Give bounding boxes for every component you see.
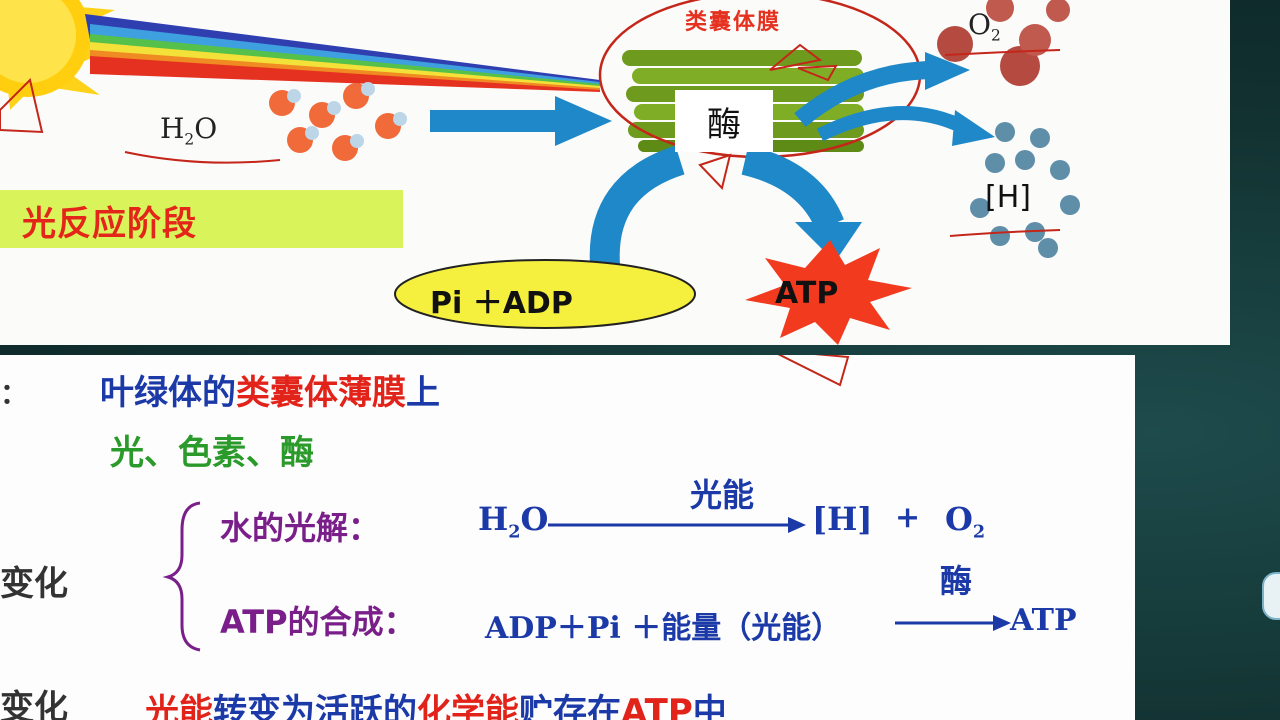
colon-mark: ： xyxy=(0,377,29,410)
stage-label: 光反应阶段 xyxy=(22,204,197,244)
stage-label-highlight xyxy=(0,190,403,248)
curved-arrow-icon xyxy=(794,52,995,146)
water-molecule-icon xyxy=(269,82,407,161)
enzyme-label-lower: 酶 xyxy=(940,562,973,600)
water-eq-plus: + xyxy=(895,500,921,535)
curly-brace-icon xyxy=(162,501,201,652)
lower-slide xyxy=(0,355,1135,720)
arrow-right-icon xyxy=(895,615,1011,631)
lower-diagram xyxy=(162,355,1011,652)
h-label: [H] xyxy=(985,180,1031,215)
arrow-right-icon xyxy=(430,96,612,146)
atp-synthesis-label: ATP的合成： xyxy=(220,603,416,641)
water-photolysis-label: 水的光解： xyxy=(220,509,381,547)
upper-slide: 光反应阶段 H2O 类囊体膜 酶 O2 [H] Pi ＋ADP ATP xyxy=(0,0,1230,345)
light-energy-label: 光能 xyxy=(690,476,755,514)
water-eq-o2: O2 xyxy=(945,500,986,543)
pi-adp-label: Pi ＋ADP xyxy=(430,286,573,321)
light-beam-icon xyxy=(85,14,600,92)
slide-nav-handle[interactable] xyxy=(1262,572,1280,620)
arrow-right-icon xyxy=(548,517,806,533)
hydrogen-dots-icon xyxy=(970,122,1080,258)
side-change-label-2: 变化 xyxy=(0,688,68,720)
side-change-label-1: 变化 xyxy=(0,564,68,604)
location-line: 叶绿体的类囊体薄膜上 xyxy=(100,373,440,413)
h2o-label: H2O xyxy=(160,112,218,149)
water-eq-left: H2O xyxy=(478,500,549,543)
water-eq-h: [H] xyxy=(812,500,873,538)
atp-starburst-icon xyxy=(745,240,912,345)
conditions-line: 光、色素、酶 xyxy=(110,433,314,473)
thylakoid-label: 类囊体膜 xyxy=(685,10,782,35)
atp-burst-label: ATP xyxy=(775,276,839,311)
enzyme-label: 酶 xyxy=(675,90,773,152)
atp-eq-left: ADP＋Pi ＋能量（光能） xyxy=(485,611,842,646)
atp-eq-right: ATP xyxy=(1010,603,1077,638)
summary-line: 光能转变为活跃的化学能贮存在ATP中 xyxy=(145,692,727,720)
upper-diagram xyxy=(0,0,1080,345)
pi-adp-ellipse xyxy=(394,259,696,329)
o2-label: O2 xyxy=(968,8,1001,45)
